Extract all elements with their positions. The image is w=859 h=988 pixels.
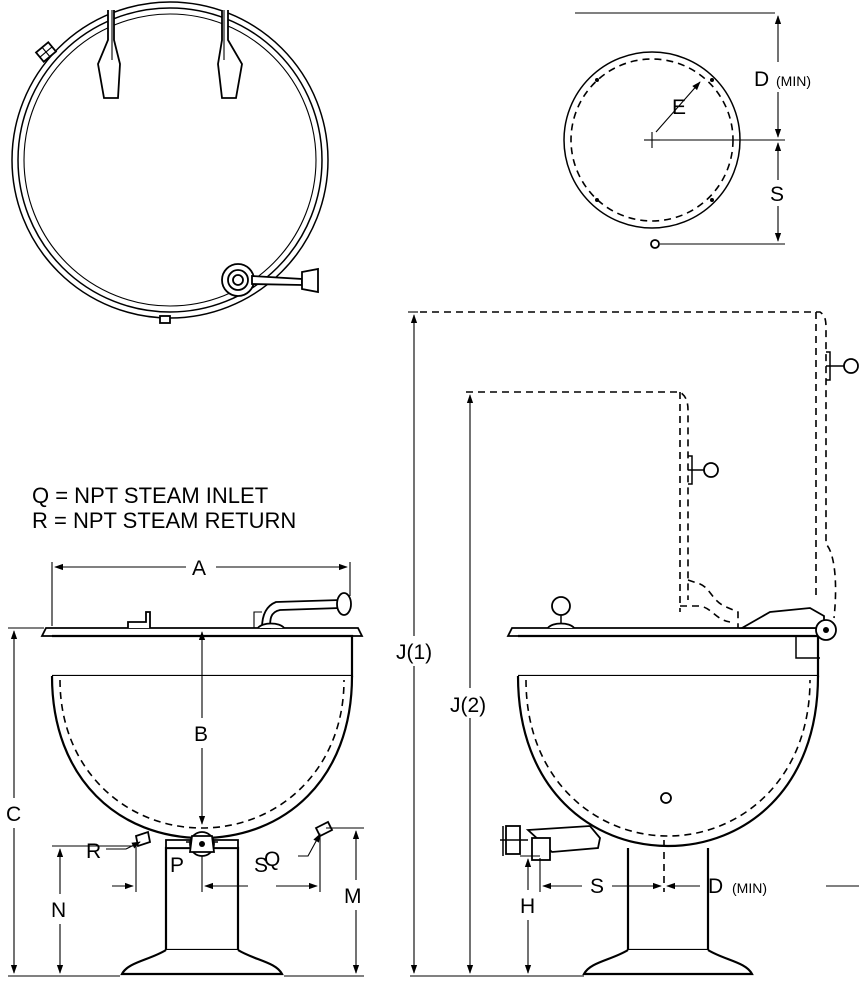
side-upper-body (518, 634, 820, 678)
kettle-side-view: J(1) J(2) H S D (MIN) (394, 311, 859, 977)
side-bowl-jacket (525, 679, 811, 837)
bowl-gauge (660, 792, 672, 804)
drain-valve-top-icon (221, 263, 319, 297)
drain-point-marker (650, 239, 660, 249)
d-label: D (754, 68, 769, 91)
d-min-suffix: (MIN) (776, 73, 811, 89)
r-label: R (86, 840, 101, 863)
side-rim (506, 627, 830, 637)
rim-outer (11, 1, 329, 319)
h-label: H (520, 895, 535, 918)
rim-inner (17, 7, 323, 313)
e-radius-leader (655, 81, 701, 133)
side-base (582, 949, 754, 976)
d-side-label: D (708, 875, 723, 898)
s-side-label: S (590, 875, 604, 898)
front-base (120, 949, 284, 976)
front-bowl-jacket (59, 679, 345, 829)
anchor-pattern-view: E D (MIN) S (563, 12, 811, 249)
r-note: R = NPT STEAM RETURN (32, 508, 296, 533)
lid-handle-open-1-icon (826, 351, 859, 381)
d-side-suffix: (MIN) (732, 880, 767, 896)
hinge-bracket-left (97, 10, 121, 99)
e-label: E (672, 96, 686, 119)
hinge-housing (738, 607, 825, 629)
side-pedestal (626, 848, 710, 952)
lid-open-position-2 (466, 391, 689, 600)
p-label: P (170, 854, 184, 877)
q-leader (298, 833, 321, 857)
s-front-label: S (254, 854, 268, 877)
kettle-top-view (11, 1, 329, 324)
q-label: Q (264, 848, 280, 871)
q-note: Q = NPT STEAM INLET (32, 483, 268, 508)
m-label: M (344, 885, 362, 908)
j2-label: J(2) (450, 694, 486, 717)
a-label: A (192, 557, 206, 580)
j1-label: J(1) (396, 641, 432, 664)
hinge-bracket-right (217, 10, 243, 99)
lid-handle-open-2-icon (688, 455, 719, 485)
bottom-lug (159, 315, 171, 324)
b-label: B (194, 723, 208, 746)
side-bowl (516, 675, 820, 848)
lid-knob (551, 596, 571, 616)
valve-knob-icon (34, 40, 58, 64)
front-handle-knob (336, 592, 352, 616)
n-label: N (51, 899, 66, 922)
r-leader (106, 841, 141, 850)
lid-open-position-1 (420, 311, 837, 619)
r-fitting (134, 830, 152, 848)
c-label: C (6, 803, 21, 826)
side-drain-valve-icon (500, 825, 601, 861)
kettle-front-view: A B C N M R P S (2, 554, 370, 977)
bowl-edge (23, 13, 317, 307)
q-fitting (314, 820, 334, 838)
s-label: S (770, 183, 784, 206)
